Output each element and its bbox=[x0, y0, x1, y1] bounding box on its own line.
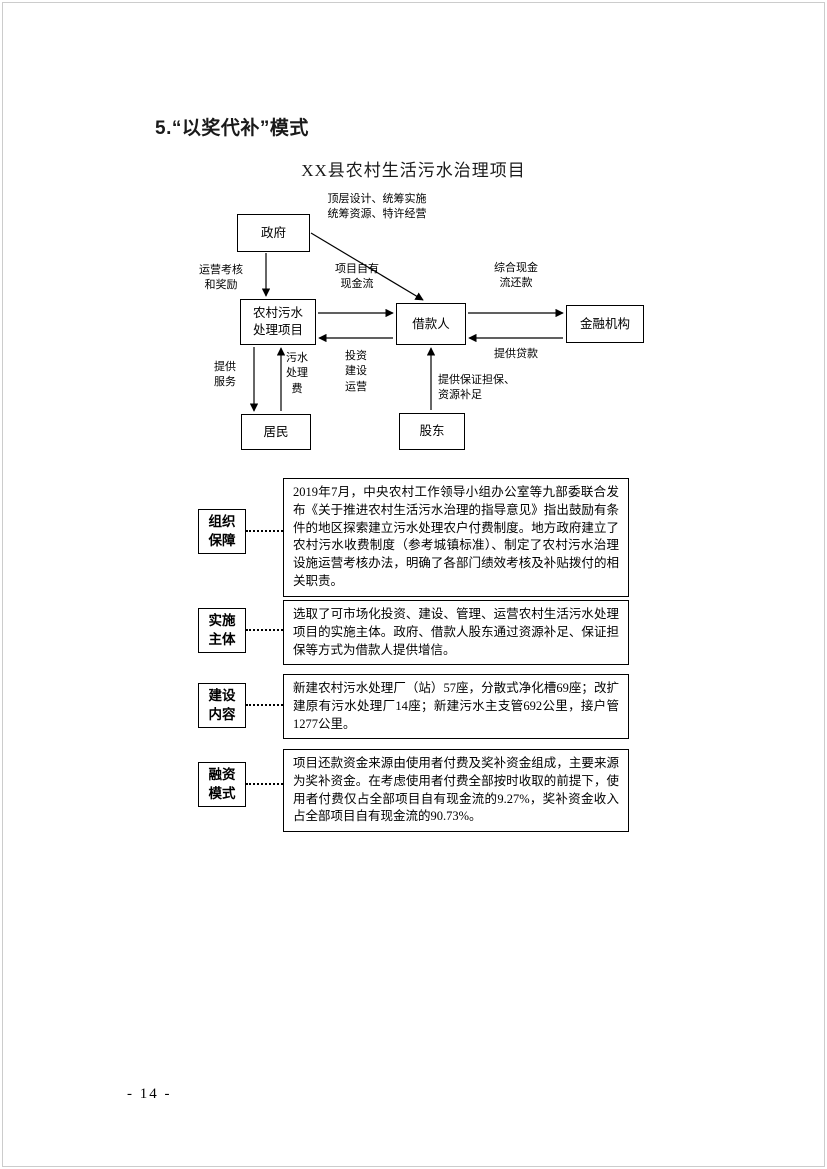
arrow-label-invest-build-operate: 投资 建设 运营 bbox=[345, 350, 367, 393]
section-body-organization: 2019年7月，中央农村工作领导小组办公室等九部委联合发布《关于推进农村生活污水… bbox=[283, 478, 629, 597]
flowchart-box-residents: 居民 bbox=[241, 414, 311, 450]
page-number: - 14 - bbox=[127, 1086, 172, 1102]
flowchart-box-government: 政府 bbox=[237, 214, 310, 252]
arrow-label-operation-assessment: 运营考核 和奖励 bbox=[199, 264, 243, 292]
dotted-connector bbox=[246, 629, 283, 631]
section-label-organization: 组织 保障 bbox=[198, 509, 246, 554]
dotted-connector bbox=[246, 783, 283, 785]
section-body-implementation: 选取了可市场化投资、建设、管理、运营农村生活污水处理项目的实施主体。政府、借款人… bbox=[283, 600, 629, 666]
arrow-label-provide-loan: 提供贷款 bbox=[494, 348, 538, 360]
flowchart-box-project: 农村污水 处理项目 bbox=[240, 299, 316, 345]
arrow-label-top-design: 顶层设计、统筹实施 统筹资源、特许经营 bbox=[327, 193, 427, 221]
section-label-implementation: 实施 主体 bbox=[198, 608, 246, 653]
flowchart-box-financial-institution: 金融机构 bbox=[566, 305, 644, 343]
flowchart-box-shareholders: 股东 bbox=[399, 413, 465, 450]
arrow-label-guarantee: 提供保证担保、 资源补足 bbox=[438, 374, 515, 402]
arrow-label-project-cashflow: 项目自有 现金流 bbox=[335, 263, 379, 291]
arrow-label-sewage-fee: 污水 处理 费 bbox=[286, 352, 308, 395]
section-heading: 5.“以奖代补”模式 bbox=[155, 118, 309, 139]
section-body-construction: 新建农村污水处理厂（站）57座，分散式净化槽69座；改扩建原有污水处理厂14座；… bbox=[283, 674, 629, 740]
arrow-label-provide-service: 提供 服务 bbox=[214, 361, 236, 389]
dotted-connector bbox=[246, 704, 283, 706]
section-label-financing: 融资 模式 bbox=[198, 762, 246, 807]
section-label-construction: 建设 内容 bbox=[198, 683, 246, 728]
dotted-connector bbox=[246, 530, 283, 532]
diagram-title: XX县农村生活污水治理项目 bbox=[301, 161, 526, 180]
arrow-label-comprehensive-repayment: 综合现金 流还款 bbox=[494, 262, 538, 290]
flowchart-box-borrower: 借款人 bbox=[396, 303, 466, 345]
flowchart-arrows bbox=[249, 232, 564, 412]
section-body-financing: 项目还款资金来源由使用者付费及奖补资金组成，主要来源为奖补资金。在考虑使用者付费… bbox=[283, 749, 629, 832]
